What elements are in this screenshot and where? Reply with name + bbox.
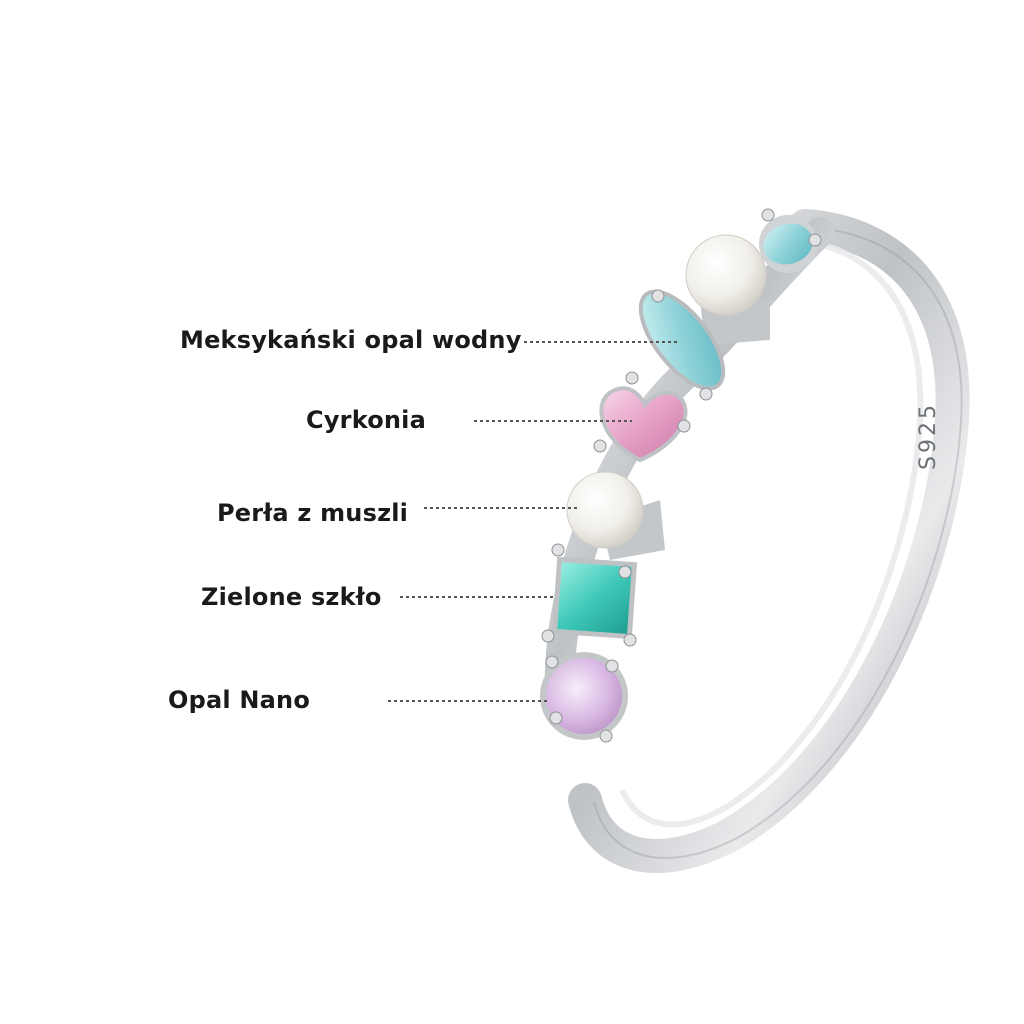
label-nano-opal: Opal Nano: [168, 686, 311, 714]
engraving-s925: S925: [916, 402, 941, 470]
nano-opal-stone: [540, 652, 628, 743]
label-shell-pearl: Perła z muszli: [217, 499, 409, 527]
label-mexican-water-opal: Meksykański opal wodny: [180, 326, 522, 354]
marquise-opal-stone: [638, 289, 726, 401]
ring-band: [568, 209, 970, 873]
label-zirconia: Cyrkonia: [306, 406, 427, 434]
heart-zirconia-stone: [593, 371, 691, 463]
leader-lines: [388, 341, 678, 702]
label-green-glass: Zielone szkło: [201, 583, 382, 611]
pearl-top: [685, 234, 770, 345]
green-glass-stone: [541, 543, 638, 647]
teal-stone-top: [759, 208, 822, 273]
shell-pearl-stone: [566, 471, 665, 560]
